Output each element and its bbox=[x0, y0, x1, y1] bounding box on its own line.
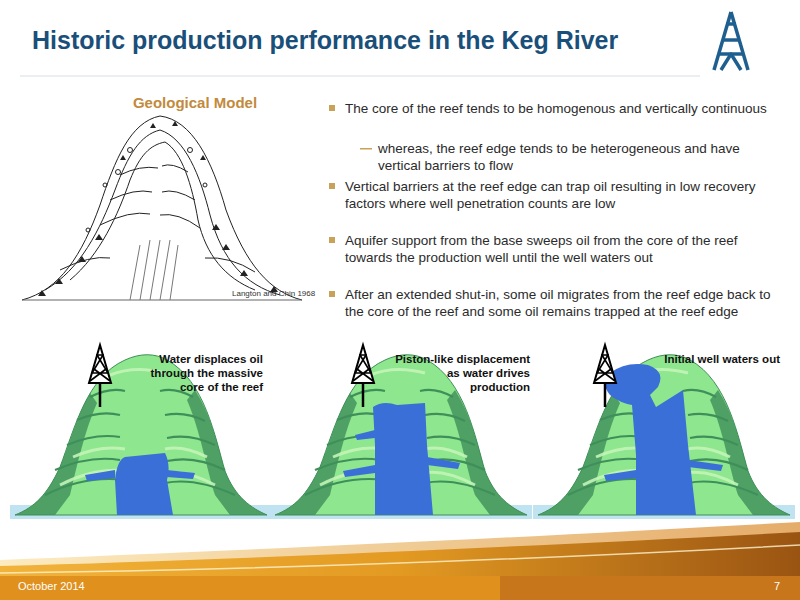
footer-band bbox=[0, 522, 800, 600]
page-number: 7 bbox=[740, 580, 780, 592]
stage-caption: Initial well waters out bbox=[650, 352, 780, 366]
stage-caption: Piston-like displacement as water drives… bbox=[390, 352, 530, 394]
figure-citation: Langton and Chin 1968 bbox=[232, 289, 315, 298]
reef-stage-waterout bbox=[533, 345, 795, 519]
geological-model-sketch bbox=[22, 116, 302, 300]
bullet-text: The core of the reef tends to be homogen… bbox=[345, 100, 785, 117]
bullet-text: Vertical barriers at the reef edge can t… bbox=[345, 178, 785, 212]
reef-stage-piston bbox=[270, 345, 532, 519]
figure-heading: Geological Model bbox=[105, 94, 285, 111]
bullet-text: After an extended shut-in, some oil migr… bbox=[345, 286, 785, 320]
footer-date: October 2014 bbox=[18, 580, 85, 592]
sub-bullet-text: whereas, the reef edge tends to be heter… bbox=[378, 140, 783, 174]
reef-stage-initial bbox=[10, 345, 272, 519]
bullet-text: Aquifer support from the base sweeps oil… bbox=[345, 232, 785, 266]
slide-title: Historic production performance in the K… bbox=[32, 26, 618, 55]
header-rule bbox=[20, 76, 700, 77]
company-logo bbox=[714, 12, 748, 70]
stage-caption: Water displaces oil through the massive … bbox=[135, 352, 263, 394]
